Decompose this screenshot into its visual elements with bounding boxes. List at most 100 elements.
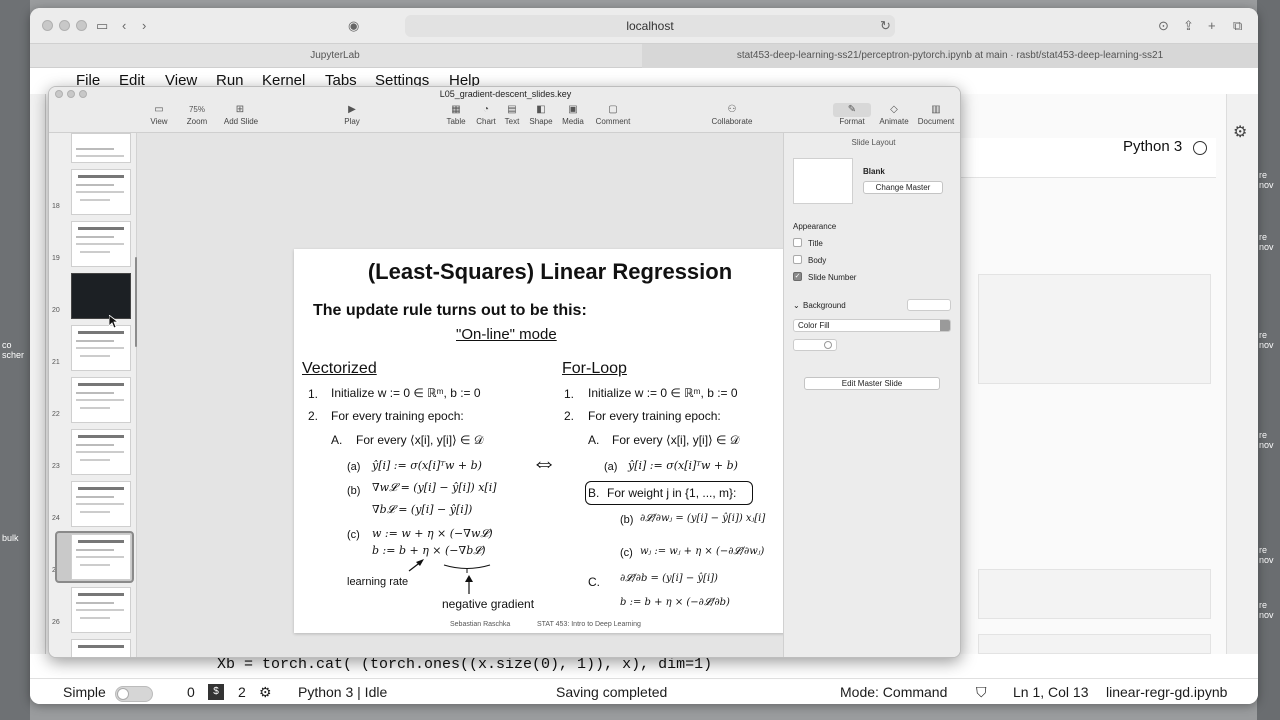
add-slide-icon[interactable]: ⊞ — [235, 104, 245, 115]
comment-icon[interactable]: ▢ — [608, 104, 618, 115]
menu-kernel[interactable]: Kernel — [262, 72, 306, 89]
collaborate-icon[interactable]: ⚇ — [727, 104, 737, 115]
chart-button[interactable]: Chart — [476, 117, 496, 126]
slide-number: 21 — [52, 359, 60, 366]
menu-settings[interactable]: Settings — [375, 72, 430, 89]
menu-run[interactable]: Run — [216, 72, 244, 89]
kernel-name[interactable]: Python 3 — [1123, 138, 1183, 155]
address-bar[interactable]: localhost — [405, 15, 895, 37]
slide-thumbnail[interactable] — [71, 169, 131, 215]
forward-icon[interactable]: › — [142, 18, 147, 33]
slide-thumbnail[interactable] — [71, 273, 131, 319]
background-color-well[interactable] — [907, 299, 951, 311]
menu-tabs[interactable]: Tabs — [325, 72, 357, 89]
disclosure-chevron-icon[interactable]: ⌄ — [793, 301, 800, 310]
edit-master-slide-button[interactable]: Edit Master Slide — [804, 377, 940, 390]
play-button[interactable]: Play — [344, 117, 360, 126]
slide-thumbnail-current[interactable] — [71, 534, 131, 580]
slide-thumbnail[interactable] — [71, 639, 131, 657]
gradient-w-formula: ∇w𝓛 = (y[i] − ŷ[i]) x[i] — [372, 481, 497, 494]
close-window-button[interactable] — [42, 20, 53, 31]
tab-github[interactable]: stat453-deep-learning-ss21/perceptron-py… — [642, 44, 1258, 68]
zoom-value[interactable]: 75% — [188, 105, 205, 114]
body-checkbox[interactable] — [793, 255, 802, 264]
kernel-status[interactable]: Python 3 | Idle — [298, 684, 388, 700]
weight-loop-box — [585, 481, 753, 505]
desktop-label: nov — [1259, 340, 1274, 350]
gear-icon[interactable]: ⚙ — [1233, 124, 1248, 141]
tab-jupyterlab[interactable]: JupyterLab — [30, 44, 640, 68]
notebook-cell[interactable] — [978, 569, 1211, 619]
menu-view[interactable]: View — [165, 72, 198, 89]
slide-thumbnail[interactable] — [71, 133, 131, 163]
privacy-icon[interactable]: ◉ — [348, 18, 360, 33]
media-icon[interactable]: ▣ — [568, 104, 578, 115]
format-icon[interactable]: ✎ — [847, 104, 857, 115]
title-option-label: Title — [808, 239, 823, 248]
notebook-cell[interactable] — [978, 634, 1211, 654]
slide-thumbnail[interactable] — [71, 325, 131, 371]
chip-icon[interactable]: ⚙ — [259, 684, 272, 700]
cursor-position[interactable]: Ln 1, Col 13 — [1013, 684, 1089, 700]
text-icon[interactable]: ▤ — [507, 104, 517, 115]
step-number: 1. — [308, 387, 319, 401]
menu-file[interactable]: File — [76, 72, 101, 89]
download-icon[interactable]: ⊙ — [1158, 18, 1169, 33]
menu-help[interactable]: Help — [449, 72, 480, 89]
fill-color-well[interactable] — [793, 339, 837, 351]
add-slide-button[interactable]: Add Slide — [223, 117, 259, 126]
shield-icon[interactable]: ⛉ — [976, 684, 987, 700]
slide-thumbnail[interactable] — [71, 377, 131, 423]
training-example-step: For every ⟨x[i], y[i]⟩ ∈ 𝒟 — [612, 433, 740, 447]
collaborate-button[interactable]: Collaborate — [711, 117, 753, 126]
keynote-close-button[interactable] — [55, 90, 63, 98]
view-icon[interactable]: ▭ — [154, 104, 164, 115]
document-icon[interactable]: ▥ — [931, 104, 941, 115]
keynote-minimize-button[interactable] — [67, 90, 75, 98]
tab-overview-icon[interactable]: ⧉ — [1233, 18, 1243, 33]
slide-canvas[interactable]: (Least-Squares) Linear Regression The up… — [137, 133, 806, 657]
document-button[interactable]: Document — [917, 117, 955, 126]
keynote-window: L05_gradient-descent_slides.key ▭ View 7… — [48, 86, 961, 658]
chart-icon[interactable]: ◔ — [482, 104, 490, 115]
terminal-icon[interactable]: $ — [208, 684, 224, 700]
sidebar-toggle-icon[interactable]: ▭ — [96, 18, 109, 33]
code-cell-line[interactable]: Xb = torch.cat( (torch.ones((x.size(0), … — [217, 656, 713, 673]
slide[interactable]: (Least-Squares) Linear Regression The up… — [294, 249, 806, 633]
fill-type-select[interactable]: Color Fill — [793, 319, 951, 332]
shape-icon[interactable]: ◧ — [536, 104, 546, 115]
slide-thumbnail[interactable] — [71, 429, 131, 475]
keynote-zoom-button[interactable] — [79, 90, 87, 98]
back-icon[interactable]: ‹ — [122, 18, 127, 33]
comment-button[interactable]: Comment — [595, 117, 631, 126]
text-button[interactable]: Text — [504, 117, 520, 126]
format-button[interactable]: Format — [839, 117, 865, 126]
play-icon[interactable]: ▶ — [348, 104, 356, 115]
table-button[interactable]: Table — [446, 117, 466, 126]
title-checkbox[interactable] — [793, 238, 802, 247]
navigator-scrollbar[interactable] — [135, 257, 137, 347]
slide-thumbnail[interactable] — [71, 481, 131, 527]
slide-thumbnail[interactable] — [71, 587, 131, 633]
zoom-button[interactable]: Zoom — [186, 117, 208, 126]
animate-button[interactable]: Animate — [879, 117, 909, 126]
table-icon[interactable]: ▦ — [451, 104, 461, 115]
share-icon[interactable]: ⇪ — [1183, 18, 1194, 33]
terminal-count: 0 — [187, 684, 195, 700]
prediction-formula: ŷ[i] := σ(x[i]ᵀw + b) — [628, 459, 738, 472]
reload-icon[interactable]: ↻ — [880, 18, 891, 33]
zoom-window-button[interactable] — [76, 20, 87, 31]
slide-number-checkbox[interactable]: ✓ — [793, 272, 802, 281]
simple-mode-toggle[interactable] — [115, 686, 153, 702]
minimize-window-button[interactable] — [59, 20, 70, 31]
master-preview[interactable] — [793, 158, 853, 204]
animate-icon[interactable]: ◇ — [890, 104, 898, 115]
change-master-button[interactable]: Change Master — [863, 181, 943, 194]
notebook-cell[interactable] — [978, 274, 1211, 384]
media-button[interactable]: Media — [562, 117, 584, 126]
slide-thumbnail[interactable] — [71, 221, 131, 267]
view-button[interactable]: View — [150, 117, 168, 126]
menu-edit[interactable]: Edit — [119, 72, 145, 89]
shape-button[interactable]: Shape — [529, 117, 553, 126]
new-tab-icon[interactable]: + — [1208, 18, 1216, 33]
